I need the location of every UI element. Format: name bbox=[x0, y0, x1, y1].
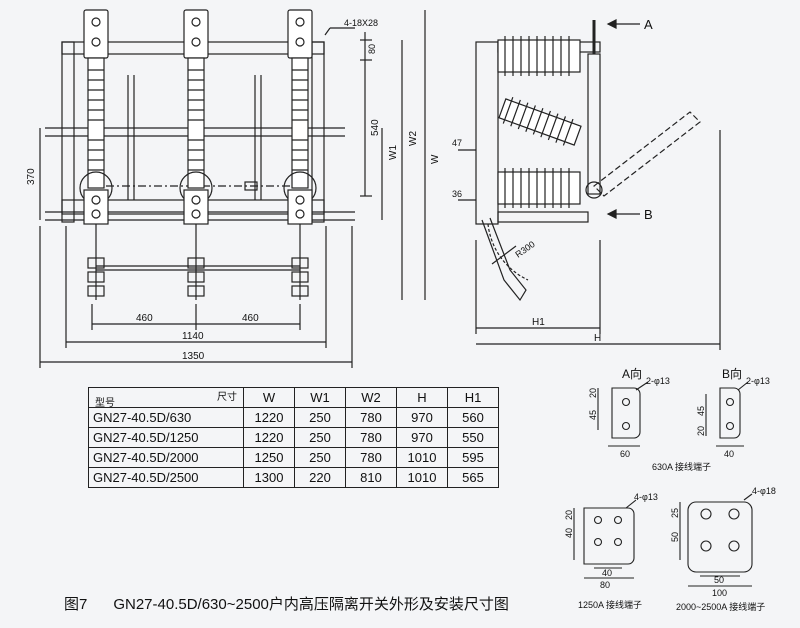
dim-47-label: 47 bbox=[452, 138, 462, 148]
header-size-label: 尺寸 bbox=[217, 392, 237, 403]
terminal-b-d20: 20 bbox=[696, 426, 706, 436]
terminal-2000-holes: 4-φ18 bbox=[752, 486, 776, 496]
pole-2 bbox=[179, 9, 213, 300]
terminal-630-caption: 630A 接线端子 bbox=[652, 461, 711, 472]
pole-1 bbox=[79, 9, 113, 300]
terminal-630-d20: 20 bbox=[588, 388, 598, 398]
figure-caption: 图7 GN27-40.5D/630~2500户内高压隔离开关外形及安装尺寸图 bbox=[64, 593, 509, 614]
row-h1: 595 bbox=[447, 447, 499, 468]
row-w2: 780 bbox=[345, 427, 397, 448]
terminal-b-view bbox=[705, 381, 749, 447]
row-h1: 550 bbox=[447, 427, 499, 448]
table-row: GN27-40.5D/1250 1220 250 780 970 550 bbox=[88, 427, 499, 448]
dim-h-label: H bbox=[594, 333, 601, 344]
terminal-1250-d40b: 40 bbox=[602, 568, 612, 578]
row-w1: 220 bbox=[294, 467, 346, 488]
view-arrow-a-label: A bbox=[644, 17, 653, 32]
terminal-2000-width: 100 bbox=[712, 588, 727, 598]
dim-460b-label: 460 bbox=[242, 313, 259, 324]
view-arrow-b-label: B bbox=[644, 207, 653, 222]
row-w2: 780 bbox=[345, 407, 397, 428]
row-w1: 250 bbox=[294, 447, 346, 468]
terminal-2000 bbox=[679, 493, 753, 587]
dim-w-label: W bbox=[430, 154, 441, 164]
header-h: H bbox=[396, 387, 448, 408]
front-view bbox=[39, 9, 426, 368]
row-w: 1220 bbox=[243, 407, 295, 428]
dim-370-label: 370 bbox=[26, 168, 37, 185]
terminal-630-d45: 45 bbox=[588, 410, 598, 420]
dim-1350-label: 1350 bbox=[182, 351, 205, 362]
row-model: GN27-40.5D/630 bbox=[88, 407, 244, 428]
row-w: 1220 bbox=[243, 427, 295, 448]
terminal-a-view-title: A向 bbox=[622, 366, 642, 381]
row-h: 1010 bbox=[396, 447, 448, 468]
terminal-630-holes: 2-φ13 bbox=[646, 376, 670, 386]
row-w2: 810 bbox=[345, 467, 397, 488]
table-row: GN27-40.5D/630 1220 250 780 970 560 bbox=[88, 407, 499, 428]
dim-hole-label: 4-18X28 bbox=[344, 18, 378, 28]
spec-table-header: 型号 尺寸 W W1 W2 H H1 bbox=[88, 387, 499, 409]
row-h1: 560 bbox=[447, 407, 499, 428]
row-w2: 780 bbox=[345, 447, 397, 468]
row-h: 1010 bbox=[396, 467, 448, 488]
terminal-b-d45: 45 bbox=[696, 406, 706, 416]
header-w: W bbox=[243, 387, 295, 408]
row-h: 970 bbox=[396, 427, 448, 448]
terminal-1250-d20: 20 bbox=[564, 510, 574, 520]
terminal-b-view-title: B向 bbox=[722, 366, 742, 381]
table-row: GN27-40.5D/2000 1250 250 780 1010 595 bbox=[88, 447, 499, 468]
dim-w2-label: W2 bbox=[408, 131, 419, 146]
table-row: GN27-40.5D/2500 1300 220 810 1010 565 bbox=[88, 467, 499, 488]
dim-h1-label: H1 bbox=[532, 317, 545, 328]
dim-80-label: 80 bbox=[367, 44, 377, 54]
row-w: 1300 bbox=[243, 467, 295, 488]
row-h1: 565 bbox=[447, 467, 499, 488]
terminal-2000-d50: 50 bbox=[670, 532, 680, 542]
dim-r300-label: R300 bbox=[513, 239, 536, 260]
terminal-2000-caption: 2000~2500A 接线端子 bbox=[676, 601, 765, 612]
spec-table-corner: 型号 尺寸 bbox=[88, 387, 244, 409]
dim-36-label: 36 bbox=[452, 189, 462, 199]
row-model: GN27-40.5D/1250 bbox=[88, 427, 244, 448]
figure-title: GN27-40.5D/630~2500户内高压隔离开关外形及安装尺寸图 bbox=[113, 596, 509, 613]
row-w1: 250 bbox=[294, 427, 346, 448]
terminal-1250-d40: 40 bbox=[564, 528, 574, 538]
side-view bbox=[458, 19, 721, 350]
row-w: 1250 bbox=[243, 447, 295, 468]
terminal-b-width: 40 bbox=[724, 449, 734, 459]
spec-table: 型号 尺寸 W W1 W2 H H1 GN27-40.5D/630 1220 2… bbox=[88, 387, 499, 488]
dim-w1-label: W1 bbox=[388, 145, 399, 160]
terminal-b-holes: 2-φ13 bbox=[746, 376, 770, 386]
terminal-a-view bbox=[597, 381, 649, 447]
terminal-2000-d25: 25 bbox=[670, 508, 680, 518]
header-w1: W1 bbox=[294, 387, 346, 408]
terminal-1250-width: 80 bbox=[600, 580, 610, 590]
pole-3 bbox=[283, 9, 317, 300]
dim-540-label: 540 bbox=[370, 119, 381, 136]
terminal-1250 bbox=[573, 499, 637, 579]
row-w1: 250 bbox=[294, 407, 346, 428]
header-w2: W2 bbox=[345, 387, 397, 408]
terminal-1250-caption: 1250A 接线端子 bbox=[578, 599, 642, 610]
header-model-label: 型号 bbox=[95, 398, 115, 409]
front-view-dimension-labels: 4-18X28 80 540 W1 W2 W 370 460 460 1140 … bbox=[26, 18, 441, 362]
figure-number: 图7 bbox=[64, 596, 88, 613]
row-model: GN27-40.5D/2000 bbox=[88, 447, 244, 468]
terminal-2000-d50b: 50 bbox=[714, 575, 724, 585]
terminal-630-width: 60 bbox=[620, 449, 630, 459]
dim-1140-label: 1140 bbox=[182, 331, 204, 342]
dim-460a-label: 460 bbox=[136, 313, 153, 324]
row-model: GN27-40.5D/2500 bbox=[88, 467, 244, 488]
row-h: 970 bbox=[396, 407, 448, 428]
header-h1: H1 bbox=[447, 387, 499, 408]
terminal-1250-holes: 4-φ13 bbox=[634, 492, 658, 502]
